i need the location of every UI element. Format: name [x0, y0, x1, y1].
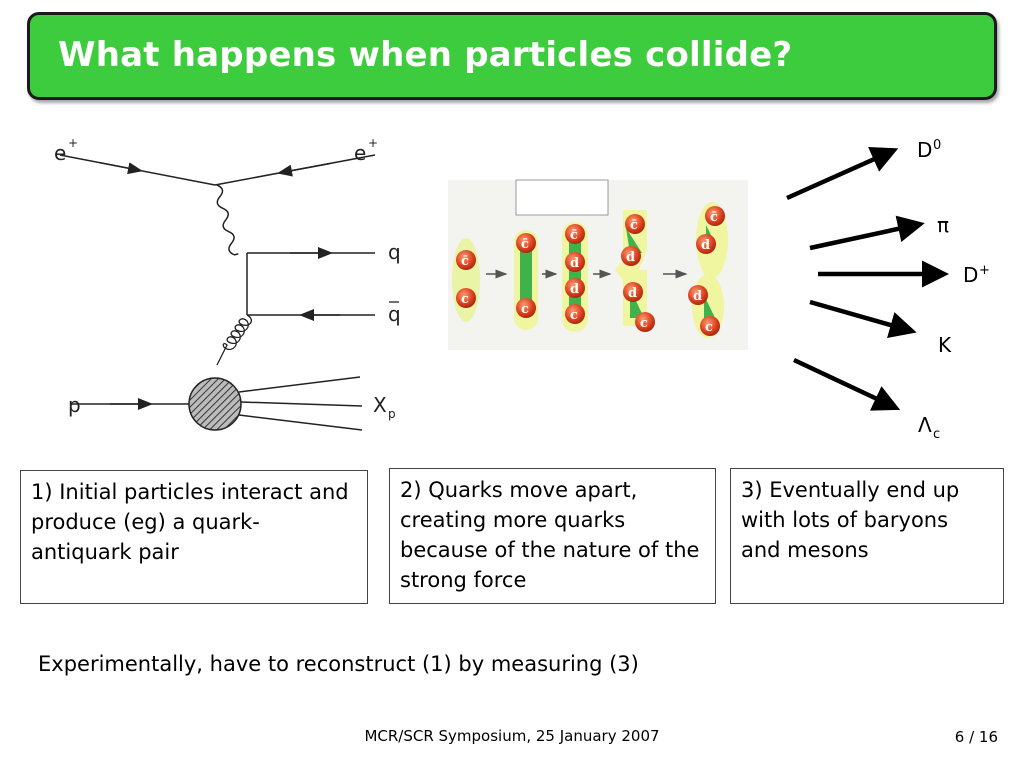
label-qbar: q — [388, 302, 401, 326]
svg-text:c: c — [521, 302, 529, 317]
label-lambdac-sub: c — [933, 427, 940, 442]
caption-step-2: 2) Quarks move apart, creating more quar… — [389, 468, 716, 604]
svg-text:c̄: c̄ — [570, 228, 578, 243]
quark-ball: d — [623, 282, 643, 302]
label-p: p — [68, 393, 81, 417]
quark-ball: c̄ — [456, 250, 476, 270]
svg-text:d: d — [626, 250, 635, 265]
svg-text:c̄: c̄ — [710, 210, 718, 225]
svg-text:c: c — [570, 308, 578, 323]
arrow-d0 — [786, 147, 899, 201]
quark-ball: c — [635, 312, 655, 332]
arrow-pi — [809, 215, 925, 251]
label-d0-sup: 0 — [933, 138, 941, 153]
label-d0: D — [917, 138, 932, 162]
caption-step-1: 1) Initial particles interact and produc… — [20, 470, 368, 604]
label-e-in-charge: + — [68, 136, 78, 150]
feynman-diagram: e + e + q q p X p — [54, 136, 401, 431]
label-dplus-sup: + — [979, 263, 990, 278]
quark-ball: c̄ — [516, 233, 536, 253]
quark-ball: c — [565, 304, 585, 324]
label-X-sub: p — [388, 407, 396, 421]
quark-ball: d — [621, 246, 641, 266]
svg-text:d: d — [628, 286, 637, 301]
svg-text:c̄: c̄ — [630, 218, 638, 233]
svg-text:d: d — [701, 238, 710, 253]
label-pi: π — [937, 213, 949, 237]
quark-ball: c — [700, 316, 720, 336]
svg-text:c: c — [705, 320, 713, 335]
quark-ball: c̄ — [625, 214, 645, 234]
label-k: K — [938, 333, 952, 357]
quark-ball: d — [688, 285, 708, 305]
quark-ball: d — [565, 252, 585, 272]
quark-ball: d — [696, 234, 716, 254]
arrow-lambdac — [793, 357, 901, 411]
quark-ball: c̄ — [565, 224, 585, 244]
page-number: 6 / 16 — [954, 728, 998, 746]
caption-step-3: 3) Eventually end up with lots of baryon… — [730, 468, 1004, 604]
photon-line — [216, 184, 239, 256]
string-breaking-diagram: c̄ c c̄ c c̄ d d c c̄ d d c c̄ d d c — [448, 179, 748, 350]
svg-text:d: d — [570, 256, 579, 271]
page-total: 16 — [978, 728, 998, 746]
svg-text:d: d — [570, 282, 579, 297]
label-X: X — [373, 393, 387, 417]
page-current: 6 — [954, 728, 965, 746]
quark-ball: d — [565, 278, 585, 298]
experimental-note: Experimentally, have to reconstruct (1) … — [38, 652, 639, 676]
label-e-out: e — [354, 141, 366, 165]
svg-text:c: c — [640, 316, 648, 331]
svg-text:c̄: c̄ — [521, 237, 529, 252]
svg-text:c̄: c̄ — [461, 254, 469, 269]
gluon-line — [216, 314, 252, 366]
quark-ball: c̄ — [705, 206, 725, 226]
quark-ball: c — [456, 288, 476, 308]
footer: MCR/SCR Symposium, 25 January 2007 — [364, 727, 660, 745]
hadron-arrows: D 0 π D + K Λ c — [786, 138, 990, 442]
arrow-k — [809, 299, 917, 339]
label-q: q — [388, 240, 401, 264]
svg-text:d: d — [693, 289, 702, 304]
title-bar: What happens when particles collide? — [27, 12, 997, 100]
label-e-in: e — [54, 141, 66, 165]
proton-blob — [188, 377, 242, 431]
svg-text:c: c — [461, 292, 469, 307]
label-e-out-charge: + — [368, 136, 378, 150]
slide-title: What happens when particles collide? — [58, 35, 793, 75]
label-dplus: D — [963, 263, 978, 287]
quark-ball: c — [516, 298, 536, 318]
label-lambdac: Λ — [918, 413, 932, 437]
